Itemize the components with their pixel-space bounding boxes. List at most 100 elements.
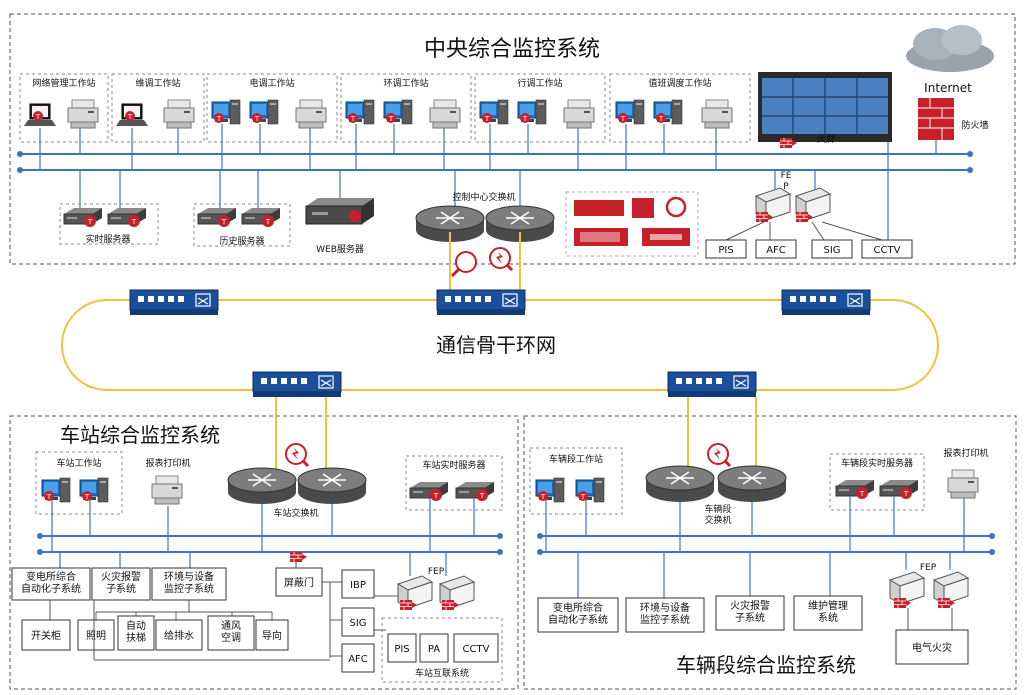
station-sig-label: SIG [349,618,366,629]
depot-printer-label: 报表打印机 [943,447,988,459]
station-pis-box [387,633,417,663]
electrical-fire-label: 电气火灾 [912,641,952,654]
depot-title: 车辆段综合监控系统 [676,653,856,677]
station-ws-group [35,451,123,515]
central-cctv-label: CCTV [874,245,901,256]
depot-sub-maint-label: 维护管理系统 [808,599,848,624]
screen-door-box [275,567,323,597]
ws-label-netmgmt: 网络管理工作站 [32,77,95,89]
workstation-icon [535,477,565,503]
guidance-box [255,619,289,651]
depot-region [523,415,1017,690]
station-sub-env-label: 环境与设备监控子系统 [164,570,214,595]
router-icon [227,467,297,505]
escalator-box [117,615,155,651]
workstation-icon [479,99,509,125]
ibp-label: IBP [350,580,366,591]
realtime-server-label: 实时服务器 [85,233,130,245]
server-icon [835,479,875,500]
switchgear-box [21,619,71,651]
station-region [9,415,519,690]
station-pis-label: PIS [394,644,409,655]
depot-sub-fire-label: 火灾报警子系统 [730,599,770,624]
electrical-fire-box [895,629,969,665]
station-switch-label: 车站交换机 [273,507,318,519]
history-server-group [193,203,291,247]
server-icon [455,481,495,502]
workstation-icon [615,99,645,125]
station-cctv-box [453,633,499,663]
laptop-icon [23,103,57,127]
router-icon [297,467,367,505]
central-region [9,13,1016,265]
backbone-switch-icon [436,289,526,316]
depot-sub-fire-box [715,595,785,631]
firewall-small-icon [289,551,308,563]
station-afc-box [341,643,375,673]
station-sub-power-box [11,567,91,601]
depot-rt-label: 车辆段实时服务器 [841,457,913,469]
realtime-server-group [59,203,159,245]
printer-icon [947,469,979,499]
alarm-badge-icon [706,442,732,468]
workstation-icon [79,477,109,503]
interconnect-title: 车站互联系统 [415,667,469,679]
printer-icon [67,99,99,129]
central-pis-label: PIS [718,245,733,256]
firewall-label: 防火墙 [961,119,988,131]
lighting-box [77,619,115,651]
ws-group-power [206,73,338,143]
depot-rt-group [829,453,925,511]
hvac-label: 通风空调 [221,620,241,644]
ws-group-netmgmt [19,73,109,143]
ws-group-env [340,73,472,143]
station-ws-label: 车站工作站 [56,457,101,469]
workstation-icon [211,99,241,125]
workstation-icon [345,99,375,125]
web-server-label: WEB服务器 [316,243,364,255]
ws-label-train: 行调工作站 [517,77,562,89]
depot-sub-env-label: 环境与设备监控子系统 [640,601,690,626]
search-badge-icon [450,250,478,278]
ws-label-maint: 维调工作站 [135,77,180,89]
station-sub-power-label: 变电所综合自动化子系统 [21,570,81,595]
drainage-box [155,619,203,651]
central-sig-box [811,239,853,259]
station-rt-label: 车站实时服务器 [422,459,485,471]
station-pa-box [419,633,449,663]
hvac-box [207,615,255,651]
printer-icon [151,475,183,505]
alarm-badge-icon [284,442,310,468]
backbone-switch-icon [667,371,757,398]
central-cctv-box [861,239,913,259]
ws-label-env: 环调工作站 [383,77,428,89]
history-server-label: 历史服务器 [219,235,264,247]
escalator-label: 自动扶梯 [126,619,146,644]
screen-door-label: 屏蔽门 [284,576,314,589]
station-printer-label: 报表打印机 [145,457,190,469]
station-fep-label: FEP [428,567,445,577]
backbone-switch-icon [781,289,871,316]
server-icon [63,207,103,228]
server-icon [879,479,919,500]
security-devices-icon [565,191,699,257]
depot-sub-power-label: 变电所综合自动化子系统 [548,601,608,626]
workstation-icon [653,99,683,125]
router-icon [717,465,787,503]
ws-label-power: 电调工作站 [249,77,294,89]
station-pa-label: PA [428,644,440,655]
ws-group-duty [609,73,751,143]
backbone-switch-icon [252,371,342,398]
workstation-icon [41,477,71,503]
depot-ws-group [529,447,623,515]
alarm-badge-icon [488,246,514,272]
depot-sub-env-box [625,597,705,633]
depot-sub-maint-box [793,595,863,631]
workstation-icon [383,99,413,125]
server-icon [409,481,449,502]
backbone-title: 通信骨干环网 [436,333,556,357]
ws-group-maint [111,73,205,143]
station-sub-fire-label: 火灾报警子系统 [101,570,141,595]
station-cctv-label: CCTV [463,644,490,655]
